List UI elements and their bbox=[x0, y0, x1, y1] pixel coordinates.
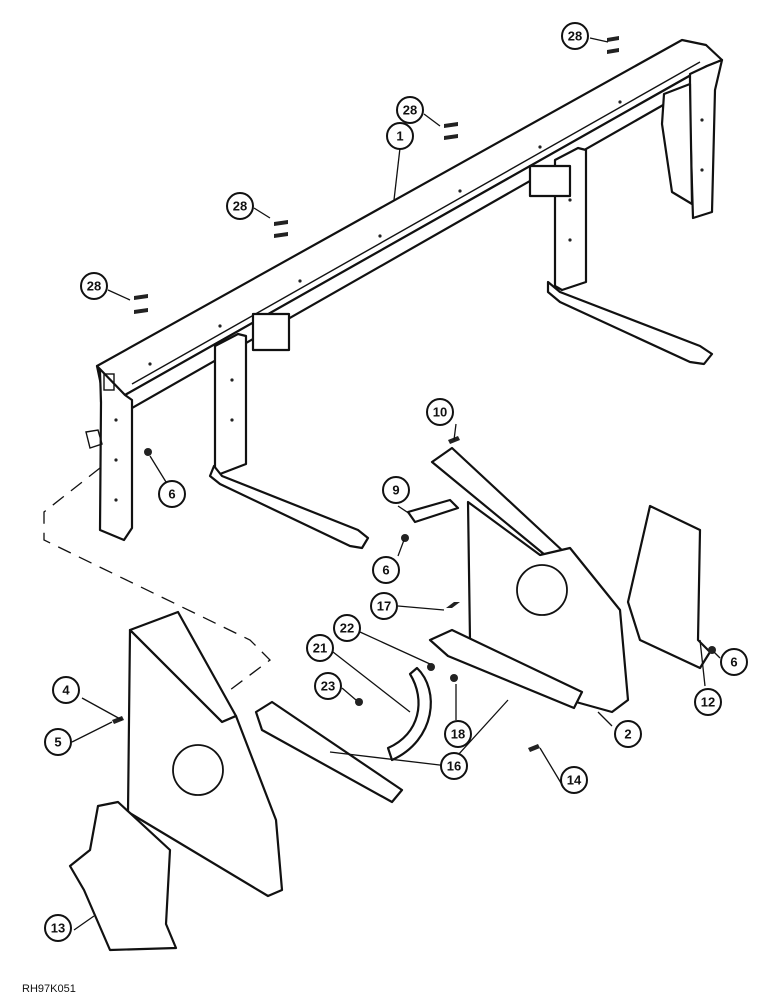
callout-label: 14 bbox=[567, 773, 582, 788]
callout-label: 22 bbox=[340, 621, 354, 636]
cover-panel-13 bbox=[68, 800, 178, 952]
main-frame bbox=[85, 38, 724, 550]
callout-label: 12 bbox=[701, 695, 715, 710]
assembly-phantom-line bbox=[43, 467, 271, 691]
panel-4-hole bbox=[172, 744, 224, 796]
frame-right-hanging-plate bbox=[660, 82, 694, 206]
callout-5: 5 bbox=[44, 728, 72, 756]
callout-label: 21 bbox=[313, 641, 327, 656]
callout-label: 13 bbox=[51, 921, 65, 936]
left-side-panel bbox=[126, 610, 284, 898]
callout-28-top-right: 28 bbox=[561, 22, 589, 50]
callout-22: 22 bbox=[333, 614, 361, 642]
hardware-parts bbox=[112, 36, 716, 752]
callout-6-left: 6 bbox=[158, 480, 186, 508]
callout-12: 12 bbox=[694, 688, 722, 716]
channel-16-lower bbox=[254, 700, 404, 804]
callout-6-center: 6 bbox=[372, 556, 400, 584]
callout-17: 17 bbox=[370, 592, 398, 620]
callout-label: 28 bbox=[403, 103, 417, 118]
callout-label: 10 bbox=[433, 405, 447, 420]
callout-2: 2 bbox=[614, 720, 642, 748]
callout-label: 28 bbox=[233, 199, 247, 214]
callout-label: 1 bbox=[396, 129, 403, 144]
callout-23: 23 bbox=[314, 672, 342, 700]
callout-label: 5 bbox=[54, 735, 61, 750]
callout-10: 10 bbox=[426, 398, 454, 426]
curved-strip-21 bbox=[386, 666, 432, 762]
callout-label: 28 bbox=[568, 29, 582, 44]
callout-label: 16 bbox=[447, 759, 461, 774]
frame-bracket-right bbox=[528, 164, 572, 198]
frame-inner-left-upright bbox=[213, 332, 248, 476]
panel-2-hole bbox=[516, 564, 568, 616]
callout-label: 6 bbox=[382, 563, 389, 578]
callout-28-center: 28 bbox=[396, 96, 424, 124]
callout-leaders bbox=[71, 37, 721, 931]
frame-holes bbox=[114, 100, 704, 502]
callout-9: 9 bbox=[382, 476, 410, 504]
post-slot bbox=[103, 373, 115, 391]
callout-28-far-left: 28 bbox=[80, 272, 108, 300]
callout-4: 4 bbox=[52, 676, 80, 704]
frame-beam-top-face bbox=[95, 38, 724, 397]
callout-13: 13 bbox=[44, 914, 72, 942]
callout-label: 18 bbox=[451, 727, 465, 742]
callout-label: 6 bbox=[730, 655, 737, 670]
frame-right-post bbox=[688, 58, 724, 220]
callout-1: 1 bbox=[386, 122, 414, 150]
callout-14: 14 bbox=[560, 766, 588, 794]
callout-label: 4 bbox=[62, 683, 70, 698]
callout-label: 2 bbox=[624, 727, 631, 742]
callout-label: 6 bbox=[168, 487, 175, 502]
reference-code: RH97K051 bbox=[22, 983, 76, 995]
callout-28-middle-left: 28 bbox=[226, 192, 254, 220]
frame-left-post bbox=[95, 364, 134, 542]
callout-16: 16 bbox=[440, 752, 468, 780]
callout-6-right: 6 bbox=[720, 648, 748, 676]
channel-16-upper bbox=[428, 628, 584, 710]
beam-edge-line bbox=[131, 61, 701, 385]
frame-inner-right-foot bbox=[546, 280, 714, 366]
bar-9 bbox=[406, 498, 460, 524]
frame-inner-left-foot bbox=[208, 464, 370, 550]
callout-21: 21 bbox=[306, 634, 334, 662]
frame-bracket-left bbox=[251, 312, 291, 352]
callout-label: 23 bbox=[321, 679, 335, 694]
callout-label: 17 bbox=[377, 599, 391, 614]
callout-18: 18 bbox=[444, 720, 472, 748]
cover-panel-12 bbox=[626, 504, 712, 670]
callout-label: 9 bbox=[392, 483, 399, 498]
post-latch bbox=[85, 429, 103, 449]
callout-label: 28 bbox=[87, 279, 101, 294]
